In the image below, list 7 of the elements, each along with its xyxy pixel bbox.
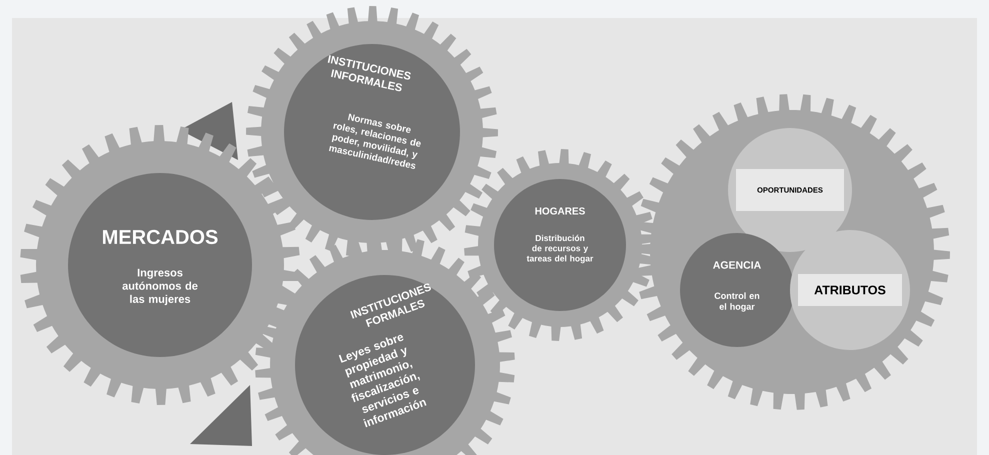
circle-text: Control en el hogar — [714, 292, 760, 312]
gear-text: Distribución de recursos y tareas del hogar — [526, 234, 594, 264]
gear-title: MERCADOS — [103, 230, 218, 244]
gear-text: Ingresos autónomos de las mujeres — [122, 268, 198, 306]
gear-title: HOGARES — [535, 207, 585, 215]
circle-label: AGENCIA — [713, 261, 761, 269]
circle-label: ATRIBUTOS — [814, 286, 886, 294]
